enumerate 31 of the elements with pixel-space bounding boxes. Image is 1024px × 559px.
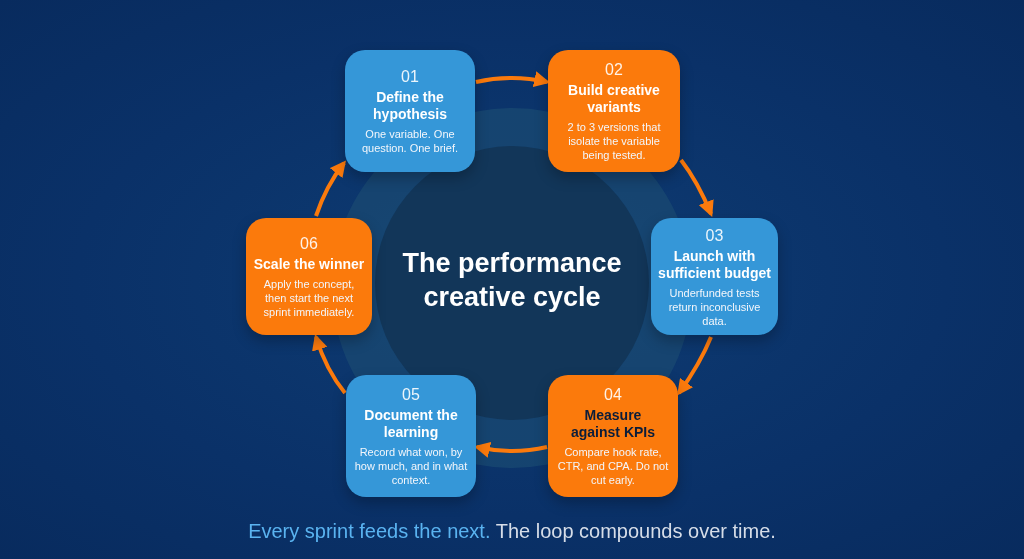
step-card xyxy=(346,375,476,497)
step-number: 06 xyxy=(300,234,318,254)
step-number: 04 xyxy=(604,385,622,405)
step-description: 2 to 3 versions that isolate the variable being tested. xyxy=(566,120,662,162)
step-card xyxy=(548,375,678,497)
step-description: Underfunded tests return inconclusive data. xyxy=(667,285,762,328)
step-card xyxy=(345,50,475,172)
diagram-title: The performance creative cycle xyxy=(401,247,623,314)
arrow xyxy=(312,333,347,395)
step-number: 02 xyxy=(605,60,623,80)
arrow xyxy=(679,158,714,217)
step-description: Record what won, by how much, and in what context. xyxy=(353,445,469,487)
step-heading: Scale the winner xyxy=(253,256,365,273)
step-heading: Launch with sufficient budget xyxy=(657,247,772,282)
step-description: One variable. One question. One brief. xyxy=(361,127,459,155)
step-card xyxy=(651,218,778,335)
step-number: 05 xyxy=(402,385,420,405)
caption-text: Every sprint feeds the next. xyxy=(248,520,491,542)
step-card xyxy=(246,218,372,335)
arrow xyxy=(677,336,713,396)
step-heading: Define the hypothesis xyxy=(372,89,448,123)
step-number: 03 xyxy=(705,225,724,246)
step-heading: Measure against KPIs xyxy=(570,407,656,441)
step-description: Compare hook rate, CTR, and CPA. Do not cut early. xyxy=(556,445,670,487)
step-card xyxy=(548,50,680,172)
caption-text: The loop compounds over time. xyxy=(495,520,776,542)
step-heading: Build creative variants xyxy=(567,82,661,116)
step-heading: Document the learning xyxy=(363,407,459,441)
step-number: 01 xyxy=(401,67,419,87)
step-description: Apply the concept, then start the next sprint immediately. xyxy=(262,277,356,319)
arrow xyxy=(314,160,346,217)
